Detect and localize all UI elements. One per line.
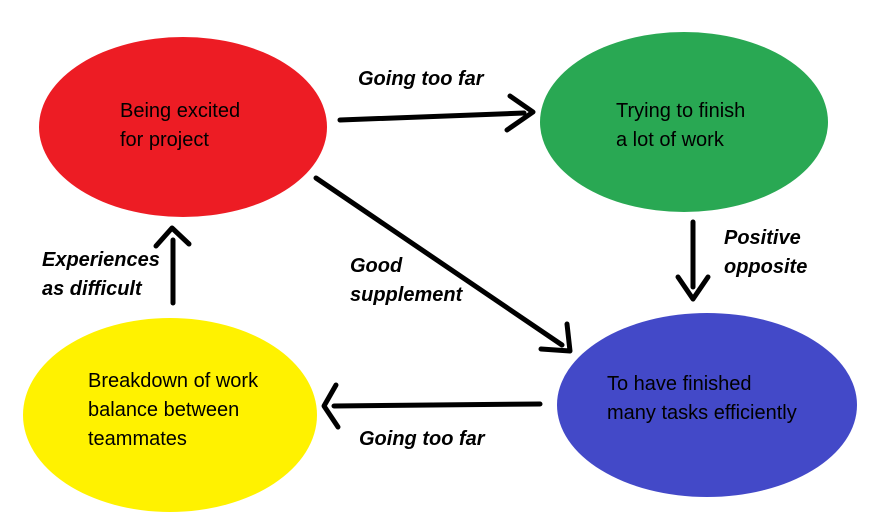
node-trying-to-finish-line2: a lot of work	[616, 129, 725, 151]
arrowhead-down-icon	[675, 274, 711, 302]
edge-label-going-too-far-top: Going too far	[358, 68, 485, 90]
node-breakdown-line2: balance between	[88, 399, 239, 421]
node-finished-tasks: To have finished many tasks efficiently	[557, 313, 857, 497]
node-finished-tasks-line1: To have finished	[607, 373, 752, 395]
arrow-shaft	[337, 110, 527, 123]
node-finished-tasks-line2: many tasks efficiently	[607, 402, 797, 424]
green-ellipse	[540, 32, 828, 212]
edge-label-positive-opposite-line1: Positive	[724, 227, 801, 249]
node-being-excited-line2: for project	[120, 129, 209, 151]
arrow-finished-to-breakdown: Going too far	[321, 382, 543, 450]
blue-ellipse	[557, 313, 857, 497]
arrow-excited-to-trying: Going too far	[337, 68, 536, 133]
node-being-excited-line1: Being excited	[120, 100, 240, 122]
node-trying-to-finish: Trying to finish a lot of work	[540, 32, 828, 212]
node-being-excited: Being excited for project	[39, 37, 327, 217]
arrowhead-right-icon	[504, 93, 536, 133]
arrowhead-down-right-icon	[538, 321, 573, 354]
arrowhead-left-icon	[321, 382, 341, 430]
red-ellipse	[39, 37, 327, 217]
arrow-trying-to-finished: Positive opposite	[675, 219, 807, 302]
node-breakdown-line1: Breakdown of work	[88, 370, 259, 392]
arrow-breakdown-to-excited: Experiences as difficult	[42, 225, 192, 306]
node-breakdown-line3: teammates	[88, 428, 187, 450]
yellow-ellipse	[23, 318, 317, 512]
arrow-shaft	[331, 401, 543, 409]
arrow-excited-to-finished: Good supplement	[313, 175, 573, 354]
edge-label-going-too-far-bottom: Going too far	[359, 428, 486, 450]
arrow-shaft	[313, 175, 565, 348]
node-breakdown-work-balance: Breakdown of work balance between teamma…	[23, 318, 317, 512]
edge-label-good-supplement-line1: Good	[350, 255, 403, 277]
edge-label-experiences-line1: Experiences	[42, 249, 160, 271]
edge-label-good-supplement-line2: supplement	[350, 284, 464, 306]
edge-label-positive-opposite-line2: opposite	[724, 256, 807, 278]
edge-label-experiences-line2: as difficult	[42, 278, 143, 300]
node-trying-to-finish-line1: Trying to finish	[616, 100, 745, 122]
arrowhead-up-icon	[153, 225, 192, 249]
